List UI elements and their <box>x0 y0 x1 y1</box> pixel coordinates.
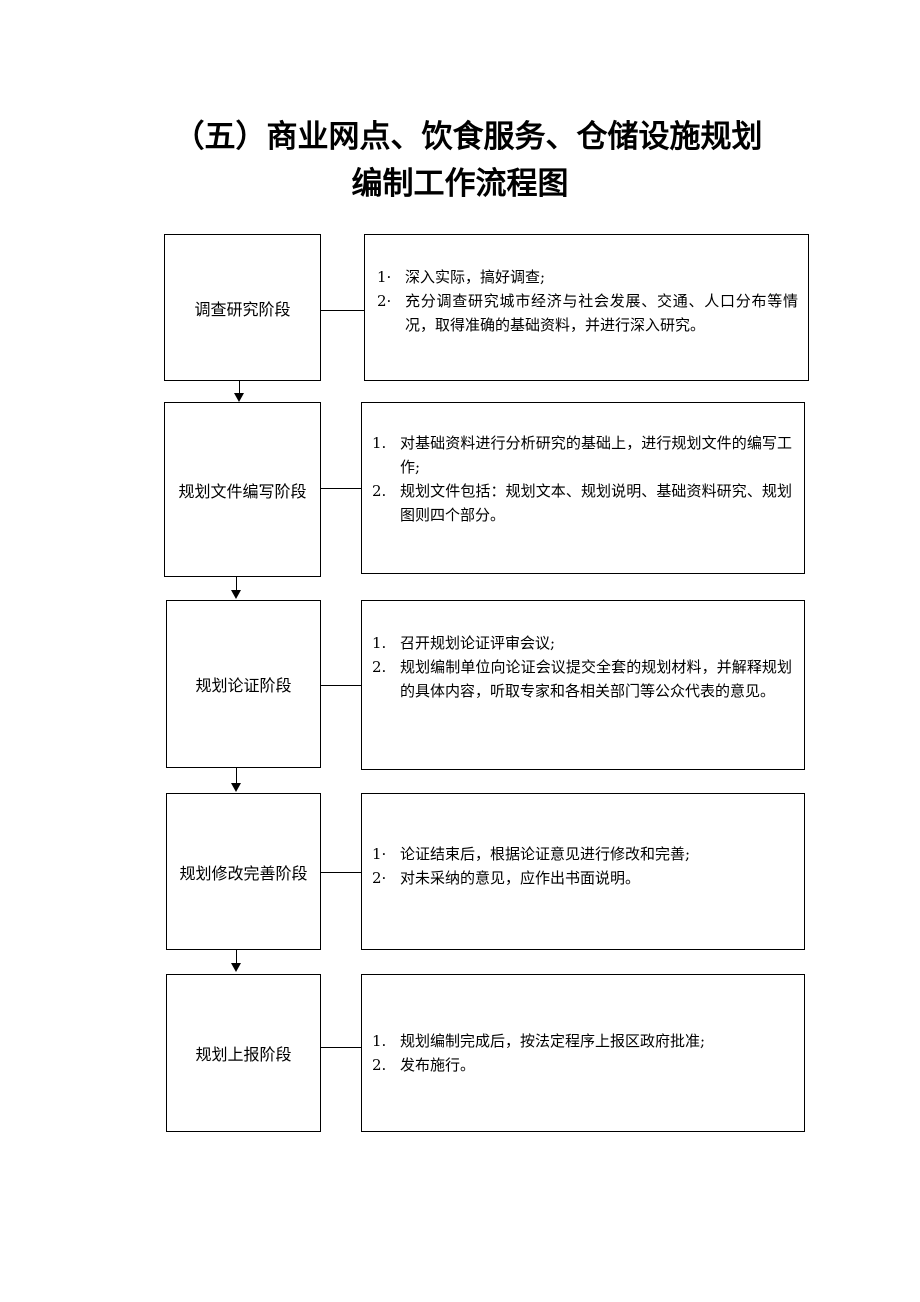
item-text: 规划文件包括：规划文本、规划说明、基础资料研究、规划图则四个部分。 <box>400 482 792 524</box>
stage-box-survey: 调查研究阶段 <box>164 234 321 381</box>
stage-box-submission: 规划上报阶段 <box>166 974 321 1132</box>
connector-line <box>321 685 362 686</box>
detail-list: 1. 对基础资料进行分析研究的基础上，进行规划文件的编写工作; 2. 规划文件包括：… <box>372 431 792 527</box>
arrow-down-icon <box>234 393 244 402</box>
connector-line <box>321 310 365 311</box>
list-item: 2. 发布施行。 <box>372 1053 792 1077</box>
detail-list: 1. 召开规划论证评审会议; 2. 规划编制单位向论证会议提交全套的规划材料，并解释… <box>372 631 792 703</box>
flow-arrow-line <box>236 768 237 784</box>
list-item: 2. 规划文件包括：规划文本、规划说明、基础资料研究、规划图则四个部分。 <box>372 479 792 527</box>
item-number: 1. <box>372 1032 387 1050</box>
item-number: 1. <box>372 434 387 452</box>
arrow-down-icon <box>231 783 241 792</box>
flow-arrow-line <box>236 577 237 591</box>
detail-box-review: 1. 召开规划论证评审会议; 2. 规划编制单位向论证会议提交全套的规划材料，并解释… <box>361 600 805 770</box>
list-item: 1. 召开规划论证评审会议; <box>372 631 792 655</box>
stage-label: 规划上报阶段 <box>195 1045 292 1064</box>
item-number: 1· <box>377 268 392 286</box>
list-item: 1· 论证结束后，根据论证意见进行修改和完善; <box>372 842 792 866</box>
stage-label: 调查研究阶段 <box>194 299 291 319</box>
list-item: 1. 对基础资料进行分析研究的基础上，进行规划文件的编写工作; <box>372 431 792 479</box>
item-text: 论证结束后，根据论证意见进行修改和完善; <box>400 845 691 863</box>
item-text: 充分调查研究城市经济与社会发展、交通、人口分布等情况，取得准确的基础资料，并进行… <box>405 292 798 334</box>
item-text: 规划编制完成后，按法定程序上报区政府批准; <box>400 1032 706 1050</box>
detail-list: 1. 规划编制完成后，按法定程序上报区政府批准; 2. 发布施行。 <box>372 1029 792 1077</box>
item-number: 1· <box>372 845 387 863</box>
stage-box-revision: 规划修改完善阶段 <box>166 793 321 950</box>
item-number: 1. <box>372 634 387 652</box>
list-item: 1· 深入实际，搞好调查; <box>377 265 798 289</box>
detail-list: 1· 深入实际，搞好调查; 2· 充分调查研究城市经济与社会发展、交通、人口分布等情… <box>377 265 798 337</box>
item-text: 对基础资料进行分析研究的基础上，进行规划文件的编写工作; <box>400 434 792 476</box>
detail-box-survey: 1· 深入实际，搞好调查; 2· 充分调查研究城市经济与社会发展、交通、人口分布等情… <box>364 234 809 381</box>
item-text: 规划编制单位向论证会议提交全套的规划材料，并解释规划的具体内容，听取专家和各相关… <box>400 658 792 700</box>
detail-list: 1· 论证结束后，根据论证意见进行修改和完善; 2· 对未采纳的意见，应作出书面说明… <box>372 842 792 890</box>
item-number: 2· <box>377 292 392 310</box>
stage-label: 规划修改完善阶段 <box>179 863 308 883</box>
list-item: 2· 对未采纳的意见，应作出书面说明。 <box>372 866 792 890</box>
stage-label: 规划论证阶段 <box>195 676 292 695</box>
connector-line <box>321 872 362 873</box>
stage-box-drafting: 规划文件编写阶段 <box>164 402 321 577</box>
item-number: 2. <box>372 1056 387 1074</box>
item-text: 深入实际，搞好调查; <box>405 268 546 286</box>
page-title-line-1: （五）商业网点、饮食服务、仓储设施规划 <box>173 119 763 155</box>
detail-box-drafting: 1. 对基础资料进行分析研究的基础上，进行规划文件的编写工作; 2. 规划文件包括：… <box>361 402 805 574</box>
arrow-down-icon <box>231 963 241 972</box>
item-text: 对未采纳的意见，应作出书面说明。 <box>400 869 641 887</box>
item-text: 发布施行。 <box>400 1056 476 1074</box>
arrow-down-icon <box>231 590 241 599</box>
detail-box-revision: 1· 论证结束后，根据论证意见进行修改和完善; 2· 对未采纳的意见，应作出书面说明… <box>361 793 805 950</box>
connector-line <box>321 488 362 489</box>
flow-arrow-line <box>236 950 237 964</box>
page-title-line-2: 编制工作流程图 <box>351 166 569 202</box>
list-item: 2. 规划编制单位向论证会议提交全套的规划材料，并解释规划的具体内容，听取专家和各… <box>372 655 792 703</box>
detail-box-submission: 1. 规划编制完成后，按法定程序上报区政府批准; 2. 发布施行。 <box>361 974 805 1132</box>
item-number: 2. <box>372 658 387 676</box>
item-text: 召开规划论证评审会议; <box>400 634 556 652</box>
item-number: 2. <box>372 482 387 500</box>
stage-label: 规划文件编写阶段 <box>178 481 307 501</box>
list-item: 2· 充分调查研究城市经济与社会发展、交通、人口分布等情况，取得准确的基础资料，并… <box>377 289 798 337</box>
list-item: 1. 规划编制完成后，按法定程序上报区政府批准; <box>372 1029 792 1053</box>
item-number: 2· <box>372 869 387 887</box>
stage-box-review: 规划论证阶段 <box>166 600 321 768</box>
connector-line <box>321 1047 362 1048</box>
flow-arrow-line <box>239 381 240 394</box>
